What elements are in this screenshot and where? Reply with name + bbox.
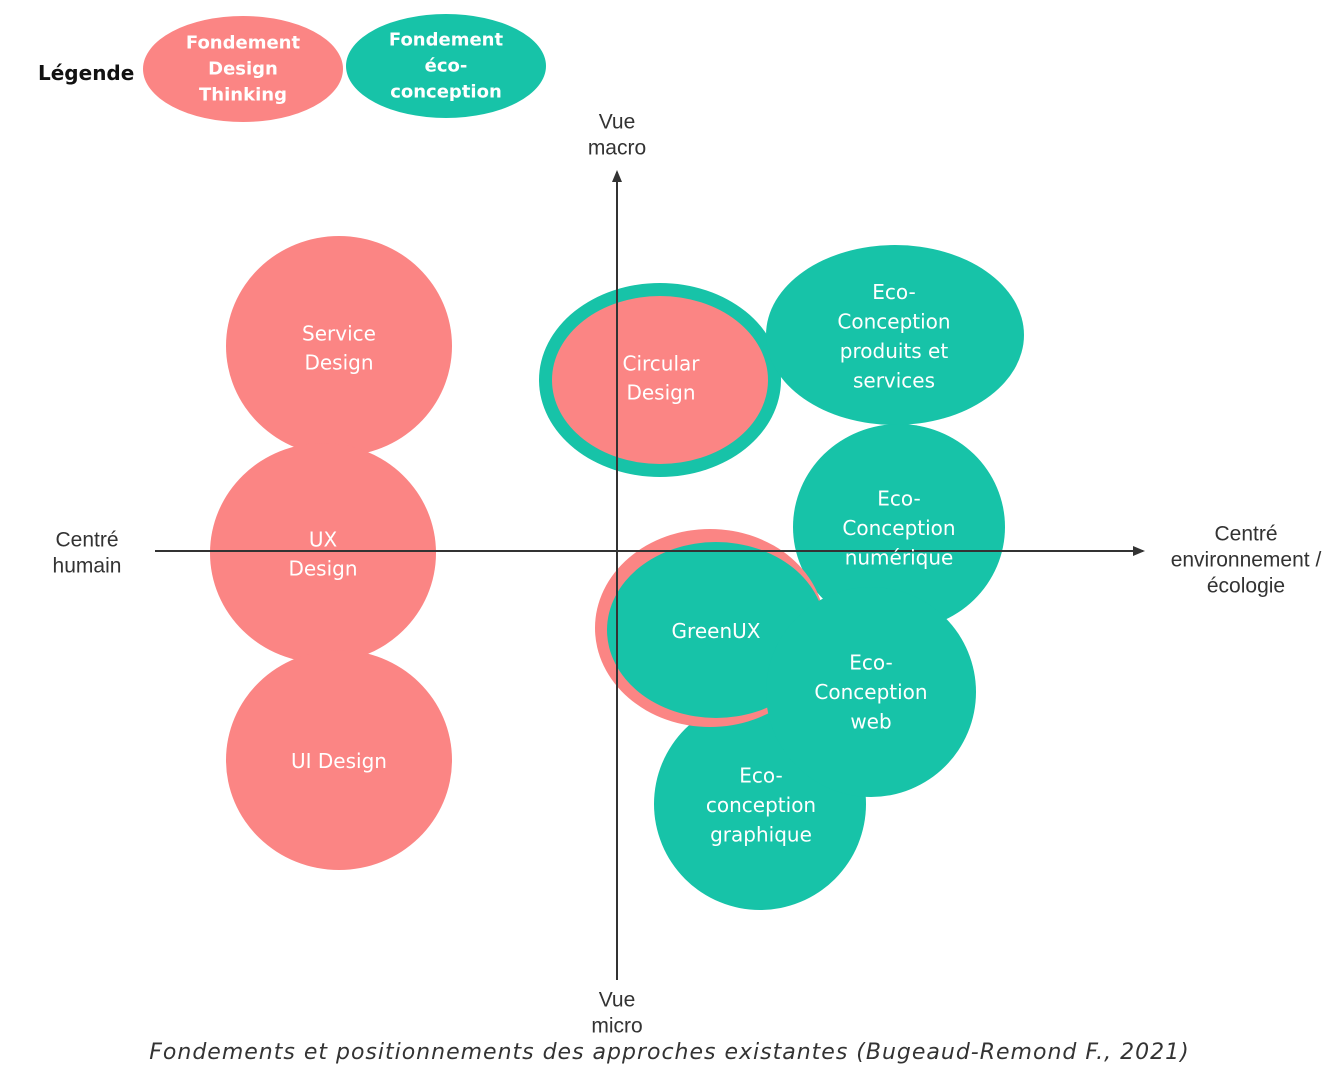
axis-label-left: Centré humain — [53, 529, 122, 578]
text-line: conception — [706, 793, 816, 817]
text-line: graphique — [710, 823, 812, 847]
axis-label-right: Centré environnement / écologie — [1171, 523, 1322, 598]
label-eco-conception-web: Eco- Conception web — [814, 651, 927, 734]
text-line: Eco- — [739, 764, 782, 788]
text-line: Vue — [599, 111, 636, 134]
label-ui-design: UI Design — [291, 749, 387, 773]
text-line: Service — [302, 322, 376, 346]
axis-label-top: Vue macro — [588, 111, 646, 160]
text-line: Circular — [622, 352, 700, 376]
bubble-eco-conception-web — [766, 587, 976, 797]
text-line: Design — [288, 557, 357, 581]
text-line: services — [853, 368, 935, 392]
text-line: Centré — [55, 529, 118, 552]
text-line: Centré — [1214, 523, 1277, 546]
bubble-eco-conception-numerique — [793, 424, 1005, 630]
text-line: Design — [208, 59, 278, 80]
text-line: Conception — [837, 309, 950, 333]
text-line: Eco- — [849, 651, 892, 675]
label-eco-conception-produits: Eco- Conception produits et services — [837, 280, 950, 393]
text-line: macro — [588, 137, 646, 160]
legend-swatch-eco-conception — [346, 14, 546, 118]
legend-label-eco-conception: Fondement éco-conception — [389, 30, 504, 103]
text-line: numérique — [845, 546, 954, 570]
bubble-ui-design — [226, 650, 452, 870]
figure-caption: Fondements et positionnements des approc… — [149, 1040, 1190, 1065]
text-line: éco- — [425, 56, 468, 77]
bubble-circular-design — [552, 296, 768, 464]
text-line: UX — [309, 528, 338, 552]
text-line: micro — [591, 1015, 642, 1038]
text-line: Thinking — [199, 85, 287, 106]
legend-swatch-design-thinking — [143, 16, 343, 122]
text-line: GreenUX — [672, 619, 761, 643]
label-ux-design: UX Design — [288, 528, 357, 581]
legend-title: Légende — [38, 61, 134, 85]
text-line: Vue — [599, 989, 636, 1012]
text-line: Design — [304, 351, 373, 375]
text-line: Eco- — [872, 280, 915, 304]
text-line: Eco- — [877, 487, 920, 511]
text-line: écologie — [1207, 575, 1285, 598]
text-line: Fondement — [186, 33, 301, 54]
bubble-eco-conception-produits — [766, 245, 1024, 425]
bubbles — [210, 236, 1024, 910]
text-line: Design — [626, 381, 695, 405]
text-line: produits et — [840, 339, 949, 363]
axis-labels: Vue macro Vue micro Centré humain Centré env… — [53, 111, 1322, 1038]
text-line: humain — [53, 555, 122, 578]
label-eco-conception-numerique: Eco- Conception numérique — [842, 487, 955, 570]
axis-label-bottom: Vue micro — [591, 989, 642, 1038]
label-greenux: GreenUX — [672, 619, 761, 643]
text-line: conception — [390, 82, 502, 103]
text-line: environnement / — [1171, 549, 1322, 572]
text-line: Conception — [842, 516, 955, 540]
text-line: web — [850, 710, 891, 734]
axes — [155, 170, 1145, 980]
text-line: Conception — [814, 680, 927, 704]
bubble-service-design — [226, 236, 452, 456]
bubble-ux-design — [210, 443, 436, 663]
text-line: UI Design — [291, 749, 387, 773]
text-line: Fondement — [389, 30, 504, 51]
label-eco-conception-graphique: Eco-conception graphique — [706, 764, 816, 847]
